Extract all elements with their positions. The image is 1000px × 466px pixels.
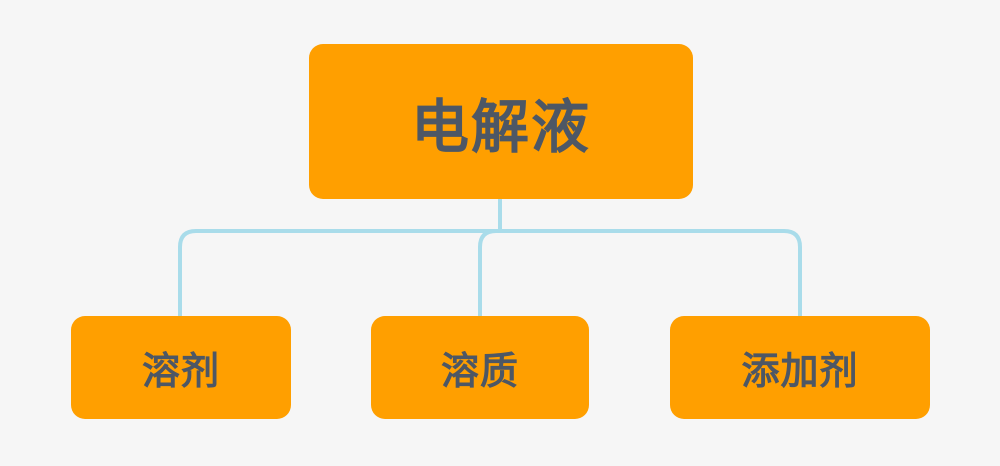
root-node-electrolyte: 电解液 <box>309 44 693 199</box>
child-node-label: 溶剂 <box>141 349 220 393</box>
root-node-label: 电解液 <box>410 92 591 161</box>
connector-middle-branch <box>478 229 502 320</box>
connector-left-branch <box>178 229 502 320</box>
child-node-label: 添加剂 <box>741 349 859 393</box>
child-node-solvent: 溶剂 <box>71 316 291 419</box>
child-node-additive: 添加剂 <box>670 316 930 419</box>
child-node-solute: 溶质 <box>371 316 589 419</box>
connector-right-branch <box>498 229 802 320</box>
child-node-label: 溶质 <box>440 349 519 393</box>
